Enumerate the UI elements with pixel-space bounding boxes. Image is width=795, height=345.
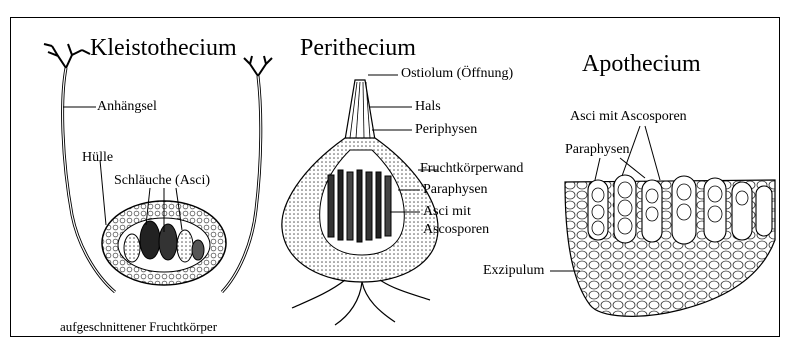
appendage-right [222, 76, 261, 292]
perithecium-roots [292, 280, 430, 325]
label-ostiolum: Ostiolum (Öffnung) [401, 67, 513, 81]
label-fruchtkoerperwand: Fruchtkörperwand [420, 162, 523, 176]
appendage-tip-right [244, 56, 272, 76]
label-huelle: Hülle [82, 151, 113, 165]
label-paraphysen-perithecium: Paraphysen [423, 183, 488, 197]
title-perithecium: Perithecium [300, 36, 416, 60]
label-anhaengsel: Anhängsel [97, 100, 157, 114]
label-schlaeuche: Schläuche (Asci) [114, 174, 210, 188]
label-exzipulum: Exzipulum [483, 264, 544, 278]
appendage-tip-left [44, 44, 90, 68]
caption-aufgeschnitten: aufgeschnittener Fruchtkörper [60, 320, 217, 333]
kleistothecium-drawing [44, 44, 272, 292]
label-paraphysen-apothecium: Paraphysen [565, 143, 630, 157]
perithecium-neck [345, 80, 375, 140]
title-apothecium: Apothecium [582, 52, 701, 76]
label-asci-line1: Asci mit [423, 205, 471, 219]
label-asci-line2: Ascosporen [423, 223, 489, 237]
title-kleistothecium: Kleistothecium [90, 36, 237, 60]
label-periphysen: Periphysen [415, 123, 477, 137]
label-hals: Hals [415, 100, 441, 114]
label-asci-apothecium: Asci mit Ascosporen [570, 110, 687, 124]
